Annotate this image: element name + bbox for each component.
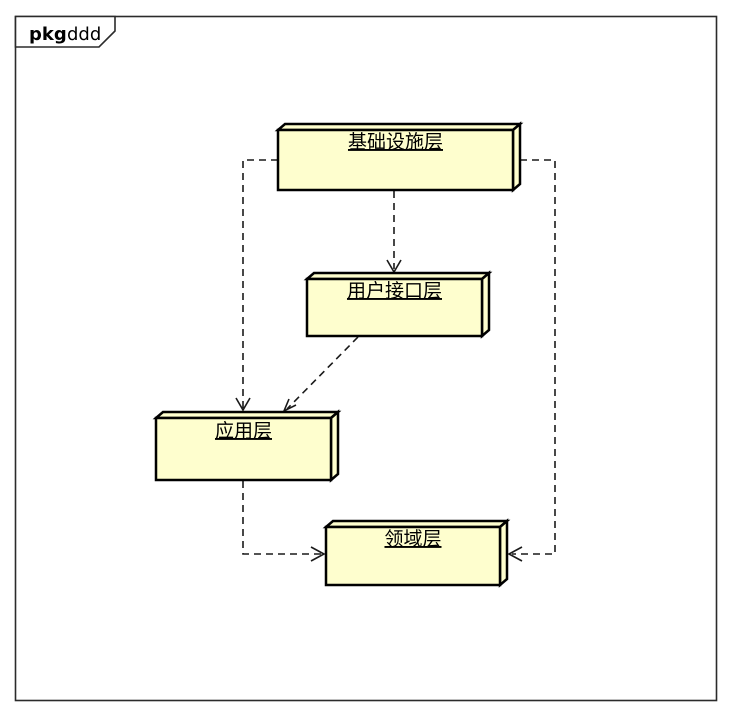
node-front-face	[324, 525, 502, 587]
diagram-tab-shape	[14, 15, 116, 48]
dependency-arrowhead-icon	[507, 546, 523, 562]
dependency-edge	[512, 159, 556, 555]
dependency-edge	[286, 336, 359, 410]
node-front-face	[276, 128, 515, 192]
dependency-arrowhead-icon	[310, 546, 326, 562]
dependency-edge	[242, 159, 278, 408]
edge-user-interface-to-application[interactable]	[282, 336, 359, 413]
edge-infrastructure-to-application[interactable]	[235, 159, 278, 412]
diagram-type-label: pkg	[29, 24, 67, 45]
edge-application-to-domain[interactable]	[242, 481, 326, 562]
node-user-interface-layer[interactable]: 用户接口层	[303, 270, 493, 339]
dependency-arrowhead-icon	[235, 397, 251, 412]
node-label-application-layer: 应用层	[215, 420, 272, 442]
node-domain-layer[interactable]: 领域层	[322, 518, 511, 588]
node-label-user-interface-layer: 用户接口层	[347, 280, 442, 302]
diagram-title: ddd	[67, 24, 101, 45]
node-label-infrastructure-layer: 基础设施层	[348, 131, 443, 153]
diagram-tab: pkg ddd	[14, 15, 116, 48]
node-label-domain-layer: 领域层	[384, 528, 441, 550]
node-front-face	[154, 416, 333, 482]
edge-infrastructure-to-user-interface[interactable]	[386, 191, 402, 274]
node-infrastructure-layer[interactable]: 基础设施层	[274, 121, 524, 193]
diagram-frame-border	[14, 15, 718, 702]
dependency-edge	[242, 481, 321, 555]
edge-infrastructure-to-domain[interactable]	[507, 159, 556, 562]
node-front-face	[305, 277, 484, 338]
node-application-layer[interactable]: 应用层	[152, 409, 342, 483]
